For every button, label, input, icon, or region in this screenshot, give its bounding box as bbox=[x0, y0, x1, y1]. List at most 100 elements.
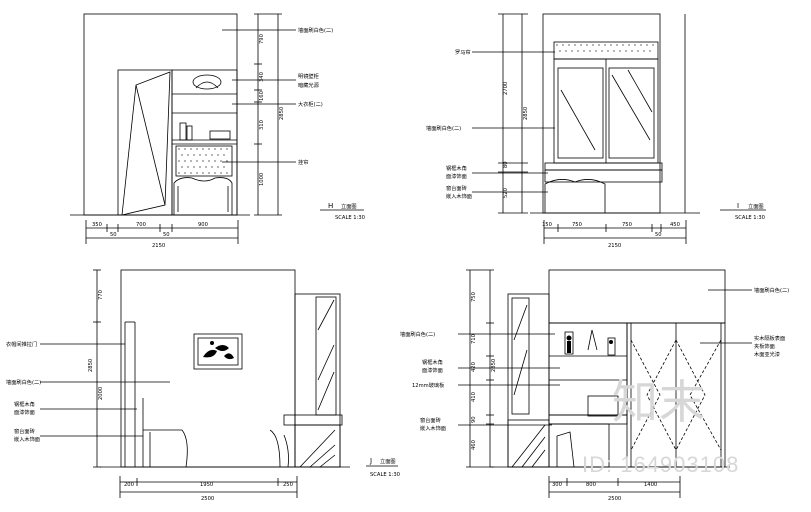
pattern-dot bbox=[220, 172, 222, 174]
dim-label: 200 bbox=[124, 482, 134, 488]
painting-figures bbox=[203, 341, 234, 360]
pattern-dot bbox=[652, 44, 654, 46]
pattern-dot bbox=[226, 148, 228, 150]
pattern-dot bbox=[217, 166, 219, 168]
pattern-dot bbox=[634, 44, 636, 46]
dim-label: 340 bbox=[259, 72, 265, 82]
dim-label: 700 bbox=[136, 222, 146, 228]
dim-height: 2850 bbox=[523, 107, 529, 120]
pattern-dot bbox=[226, 172, 228, 174]
pattern-dot bbox=[208, 172, 210, 174]
elevation-i bbox=[472, 13, 766, 244]
callout-text: 窗台面砖 bbox=[446, 184, 467, 192]
pattern-dot bbox=[211, 166, 213, 168]
pattern-dot bbox=[199, 154, 201, 156]
pattern-dot bbox=[187, 166, 189, 168]
pattern-dot bbox=[592, 44, 594, 46]
figurines bbox=[566, 335, 613, 353]
panel-scale: SCALE 1:30 bbox=[335, 215, 365, 221]
pattern-dot bbox=[205, 166, 207, 168]
pattern-dot bbox=[181, 166, 183, 168]
callout-text: 暗藏光源 bbox=[298, 81, 320, 89]
pattern-dot bbox=[223, 154, 225, 156]
callout-text: 窗台面砖 bbox=[420, 416, 441, 424]
callout-text: 罗马帘 bbox=[455, 48, 471, 56]
pattern-dot bbox=[193, 166, 195, 168]
pattern-dot bbox=[208, 160, 210, 162]
callout-text: 嵌入木饰面 bbox=[14, 435, 40, 443]
callout-text: 面漆饰面 bbox=[446, 172, 467, 180]
dim-label: 800 bbox=[586, 482, 596, 488]
pattern-dot bbox=[556, 44, 558, 46]
pattern-dot bbox=[580, 44, 582, 46]
dim-label: 750 bbox=[471, 292, 477, 302]
pattern-dot bbox=[571, 50, 573, 52]
dim-label: 770 bbox=[98, 290, 104, 300]
callout-text: 衣帽间推拉门 bbox=[6, 340, 37, 348]
pattern-dot bbox=[190, 160, 192, 162]
pattern-dot bbox=[178, 148, 180, 150]
pattern-dot bbox=[202, 160, 204, 162]
pattern-dot bbox=[193, 154, 195, 156]
pattern-dot bbox=[559, 50, 561, 52]
pattern-dot bbox=[589, 50, 591, 52]
dim-label: 790 bbox=[259, 34, 265, 44]
callout-text: 嵌入木饰面 bbox=[446, 192, 472, 200]
pattern-dot bbox=[565, 50, 567, 52]
pattern-dot bbox=[217, 154, 219, 156]
pattern-dot bbox=[202, 172, 204, 174]
dim-label: 90 bbox=[471, 416, 477, 423]
pattern-dot bbox=[649, 50, 651, 52]
pattern-dot bbox=[646, 44, 648, 46]
pattern-dot bbox=[187, 154, 189, 156]
panel-title: 立面图 bbox=[748, 202, 764, 210]
pattern-dot bbox=[196, 160, 198, 162]
panel-label: I bbox=[737, 202, 739, 210]
callout-text: 木面亚光漆 bbox=[754, 350, 780, 358]
dim-height: 2850 bbox=[491, 359, 497, 372]
pattern-dot bbox=[214, 160, 216, 162]
pattern-dot bbox=[184, 148, 186, 150]
dim-label: 310 bbox=[259, 120, 265, 130]
dim-total: 2500 bbox=[201, 496, 214, 502]
dim-label: 250 bbox=[283, 482, 293, 488]
pattern-dot bbox=[208, 148, 210, 150]
pattern-dots bbox=[178, 44, 654, 174]
panel-title: 立面图 bbox=[341, 202, 357, 210]
dim-label: 150 bbox=[542, 222, 552, 228]
pattern-dot bbox=[199, 166, 201, 168]
callout-text: 大衣柜(二) bbox=[298, 100, 323, 108]
pattern-dot bbox=[181, 154, 183, 156]
dim-height: 2850 bbox=[88, 359, 94, 372]
dim-label: 50 bbox=[163, 232, 170, 238]
dim-label: 50 bbox=[655, 232, 662, 238]
dim-label: 2700 bbox=[503, 82, 509, 95]
pattern-dot bbox=[616, 44, 618, 46]
pattern-dot bbox=[196, 148, 198, 150]
pattern-dot bbox=[640, 44, 642, 46]
panel-title: 立面图 bbox=[380, 457, 396, 465]
pattern-dot bbox=[178, 160, 180, 162]
callout-text: 墙面刷白色(二) bbox=[400, 330, 435, 338]
pattern-dot bbox=[202, 148, 204, 150]
panel-scale: SCALE 1:30 bbox=[370, 472, 400, 478]
watermark-id: ID: 164903108 bbox=[582, 452, 740, 477]
pattern-dot bbox=[586, 44, 588, 46]
watermark-logo: 知末 bbox=[612, 376, 706, 428]
pattern-dot bbox=[583, 50, 585, 52]
pattern-dot bbox=[562, 44, 564, 46]
callout-text: 窗台面砖 bbox=[14, 427, 35, 435]
pattern-dot bbox=[184, 160, 186, 162]
pattern-dot bbox=[223, 166, 225, 168]
dim-total: 2150 bbox=[152, 243, 165, 249]
elevation-j bbox=[40, 269, 398, 498]
pattern-dot bbox=[226, 160, 228, 162]
elevation-h bbox=[70, 13, 364, 244]
callout-text: 墙面刷白色(二) bbox=[426, 124, 461, 132]
dim-label: 460 bbox=[471, 440, 477, 450]
pattern-dot bbox=[613, 50, 615, 52]
pattern-dot bbox=[619, 50, 621, 52]
pattern-dot bbox=[643, 50, 645, 52]
dim-label: 900 bbox=[198, 222, 208, 228]
